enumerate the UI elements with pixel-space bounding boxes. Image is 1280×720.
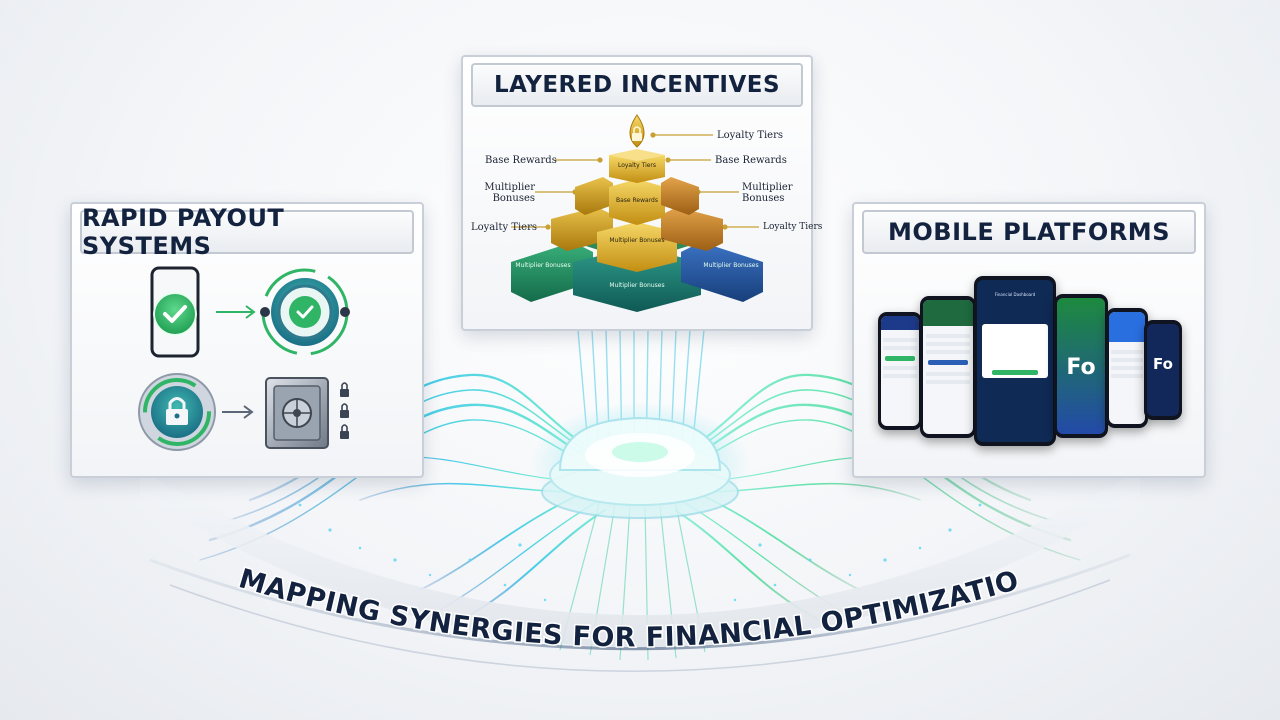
block-label-top: Loyalty Tiers [617, 162, 657, 169]
phone-mockup-logo-2: Fo [1144, 320, 1182, 420]
footer-title-path: MAPPING SYNERGIES FOR FINANCIAL OPTIMIZA… [0, 0, 1024, 655]
pyramid-top-block [609, 149, 665, 183]
lock-droplet-icon [629, 114, 645, 148]
incentive-pyramid [511, 114, 763, 312]
block-label-bottom-center: Multiplier Bonuses [609, 282, 665, 289]
layered-incentives-panel: LAYERED INCENTIVES [461, 55, 822, 331]
mobile-platforms-panel: MOBILE PLATFORMS Financial Dashboard Fo [852, 202, 1206, 478]
phone-mockup-5 [1106, 308, 1148, 428]
pyramid-middle-layer [551, 207, 723, 272]
label-multiplier-left: Multiplier Bonuses [484, 182, 535, 204]
label-base-rewards-right: Base Rewards [715, 155, 787, 166]
label-loyalty-tiers-right-2: Loyalty Tiers [763, 222, 823, 232]
block-label-middle-center: Multiplier Bonuses [609, 237, 665, 244]
app-logo-fo: Fo [1066, 355, 1096, 381]
phone-header-text: Financial Dashboard [994, 292, 1036, 297]
layered-incentives-title: LAYERED INCENTIVES [471, 63, 803, 107]
label-loyalty-tiers-left: Loyalty Tiers [471, 222, 538, 233]
mobile-platforms-title: MOBILE PLATFORMS [862, 210, 1196, 254]
block-label-upper-center: Base Rewards [616, 197, 658, 204]
phone-mockup-1 [878, 312, 922, 430]
gear-check-icon [260, 268, 350, 356]
padlock-icon [340, 382, 349, 439]
label-multiplier-right: Multiplier Bonuses [742, 182, 793, 204]
pyramid-upper-layer [575, 177, 699, 225]
phone-mockup-logo-1: Fo [1054, 294, 1108, 438]
arrow-right-icon [222, 405, 254, 419]
vault-icon [265, 377, 329, 449]
phone-check-icon [150, 266, 200, 358]
lock-badge-icon [138, 373, 216, 451]
payout-illustration [138, 266, 350, 451]
app-logo-fo-small: Fo [1153, 355, 1173, 374]
label-base-rewards-left: Base Rewards [485, 155, 557, 166]
footer-title: MAPPING SYNERGIES FOR FINANCIAL OPTIMIZA… [0, 0, 1024, 655]
label-loyalty-tiers-right-1: Loyalty Tiers [717, 130, 784, 141]
block-label-bottom-right: Multiplier Bonuses [703, 262, 759, 269]
phone-mockup-center: Financial Dashboard [974, 276, 1056, 446]
block-label-bottom-left: Multiplier Bonuses [515, 262, 571, 269]
arrow-right-icon [216, 305, 256, 319]
rapid-payout-panel: RAPID PAYOUT SYSTEMS [70, 202, 424, 478]
phone-mockup-2 [920, 296, 976, 438]
